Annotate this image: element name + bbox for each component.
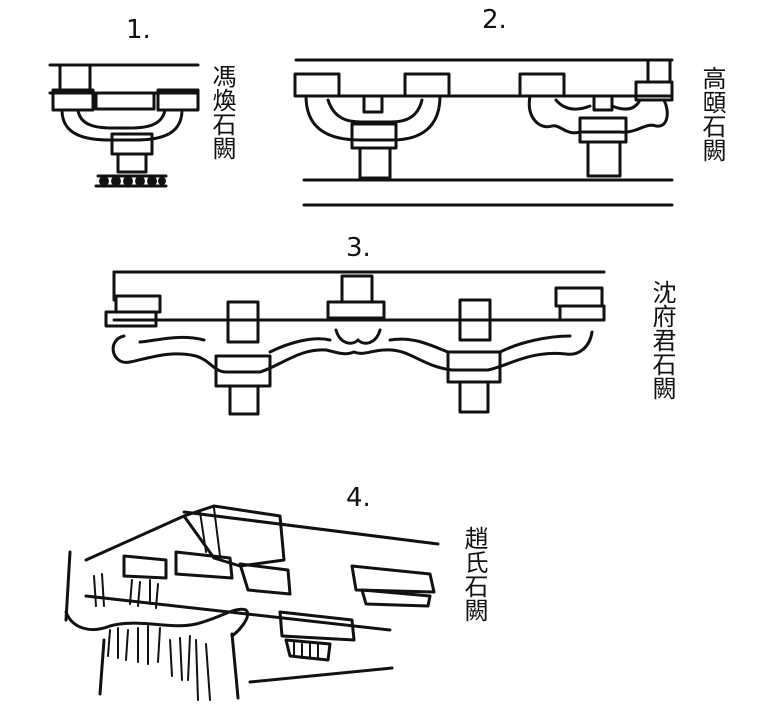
figure-2-drawing: [293, 58, 674, 207]
figure-1-drawing: [48, 63, 200, 188]
figure-1-number: 1.: [126, 15, 151, 45]
figure-1: 1. 馮煥石闕: [48, 15, 236, 188]
figure-3: 3. 沈府君石闕: [104, 233, 676, 416]
figure-1-label: 馮煥石闕: [208, 64, 236, 160]
figure-2: 2. 高頤石闕: [293, 5, 726, 207]
figure-4-drawing: [64, 504, 440, 701]
figure-2-label: 高頤石闕: [698, 66, 726, 162]
figure-4: 4.: [64, 483, 488, 701]
figure-3-drawing: [104, 270, 606, 416]
figure-4-number: 4.: [346, 483, 371, 513]
figure-3-number: 3.: [346, 233, 371, 263]
figure-4-label: 趙氏石闕: [460, 526, 488, 622]
figure-2-number: 2.: [482, 5, 507, 35]
figure-3-label: 沈府君石闕: [648, 280, 676, 400]
